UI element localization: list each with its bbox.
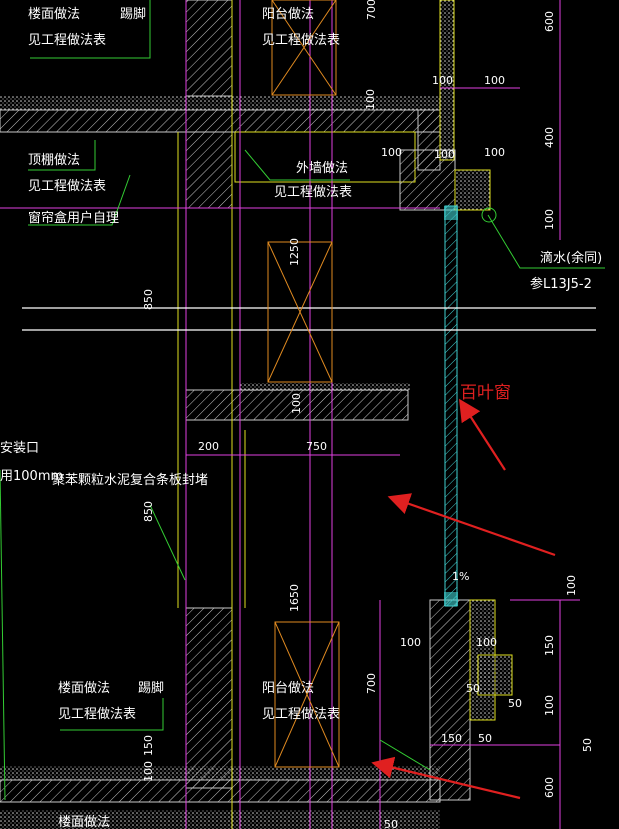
dim-700-bot: 700 — [365, 673, 378, 694]
dim-600-top: 600 — [543, 11, 556, 32]
structure — [0, 0, 513, 829]
dim-100-low: 100 — [400, 636, 421, 649]
dim-700-top: 700 — [365, 0, 378, 20]
lower-window-panel — [274, 621, 340, 768]
dim-1250: 1250 — [288, 238, 301, 266]
top-slab — [0, 109, 441, 133]
dim-150-a: 150 — [543, 635, 556, 656]
text-labels: 楼面做法 踢脚 见工程做法表 阳台做法 见工程做法表 顶棚做法 见工程做法表 窗… — [0, 6, 602, 829]
label-ceiling-method: 顶棚做法 — [28, 153, 80, 168]
mid-shelf — [185, 389, 409, 421]
dim-850-a: 850 — [142, 289, 155, 310]
dim-50-d: 50 — [581, 738, 594, 752]
label-fill-note: 聚苯颗粒水泥复合条板封堵 — [52, 472, 208, 488]
louver-glazing — [444, 205, 458, 607]
top-window-panel — [271, 0, 337, 96]
label-balcony-method-bottom: 阳台做法 — [262, 681, 314, 696]
label-see-table-4: 见工程做法表 — [274, 185, 352, 200]
dim-100-c: 100 — [381, 146, 402, 159]
upper-window-panel — [267, 241, 333, 383]
dim-1650: 1650 — [288, 584, 301, 612]
label-left-partial-2: 用100mm — [0, 469, 63, 484]
label-see-table-6: 见工程做法表 — [262, 707, 340, 722]
dim-400: 400 — [543, 127, 556, 148]
bottom-slab — [0, 779, 441, 803]
label-baseboard-bottom: 踢脚 — [138, 680, 164, 696]
dim-100-g: 100 — [543, 695, 556, 716]
bottom-slab-finish — [0, 766, 440, 780]
label-drip-ref: 参L13J5-2 — [530, 276, 592, 292]
label-balcony-method-top: 阳台做法 — [262, 7, 314, 22]
outer-wall-lower — [429, 599, 471, 801]
dimension-numbers: 700 600 100 100 100 400 100 100 100 100 … — [142, 0, 594, 829]
label-floor-method-bottom: 楼面做法 — [58, 681, 110, 696]
arrow-to-louver — [459, 398, 506, 471]
label-see-table-1: 见工程做法表 — [28, 33, 106, 48]
label-drip: 滴水(余同) — [540, 250, 602, 266]
label-see-table-5: 见工程做法表 — [58, 707, 136, 722]
edge-beam — [185, 131, 233, 209]
annotation-arrows — [371, 398, 556, 800]
dim-100-slab: 100 — [364, 89, 377, 110]
guide-lines — [0, 0, 596, 829]
leader-lines — [0, 0, 605, 801]
drip-ledge-finish — [454, 169, 491, 211]
dim-100-f: 100 — [476, 636, 497, 649]
dim-100-far: 100 — [565, 575, 578, 596]
arrow-to-bottom — [371, 756, 521, 800]
label-baseboard-top: 踢脚 — [120, 6, 146, 22]
dim-100-a: 100 — [432, 74, 453, 87]
lower-column — [185, 607, 233, 789]
dim-100-d: 100 — [434, 148, 455, 161]
dim-100-mid: 100 — [290, 393, 303, 414]
dim-750: 750 — [306, 440, 327, 453]
dim-150-b: 150 — [441, 732, 462, 745]
dim-50-e: 50 — [384, 818, 398, 829]
dim-850-b: 850 — [142, 501, 155, 522]
label-see-table-2: 见工程做法表 — [262, 33, 340, 48]
dim-50-b: 50 — [508, 697, 522, 710]
louver-sill — [444, 592, 458, 606]
lower-cornice — [477, 654, 513, 696]
label-see-table-3: 见工程做法表 — [28, 179, 106, 194]
label-floor-method-cut: 楼面做法 — [58, 815, 110, 829]
lower-slab-finish — [0, 810, 440, 829]
label-curtain-box: 窗帘盒用户自理 — [28, 210, 119, 226]
dim-150-c: 150 — [142, 735, 155, 756]
dim-50-c: 50 — [478, 732, 492, 745]
top-slab-finish — [0, 96, 440, 110]
upper-column — [185, 0, 233, 97]
label-louver-window: 百叶窗 — [460, 383, 511, 403]
dim-100-slab-b: 100 — [142, 761, 155, 782]
arrow-to-wall — [387, 493, 556, 557]
louver-head — [444, 206, 458, 220]
dim-50-a: 50 — [466, 682, 480, 695]
window-panels — [267, 0, 340, 768]
label-slope: 1% — [452, 570, 469, 583]
dim-100-b: 100 — [484, 74, 505, 87]
dim-200: 200 — [198, 440, 219, 453]
dim-100-right: 100 — [543, 209, 556, 230]
label-left-partial-1: 安装口 — [0, 441, 39, 456]
drip-ledge-upper — [399, 149, 456, 211]
mid-shelf-finish — [240, 383, 410, 391]
dim-100-e: 100 — [484, 146, 505, 159]
dim-600-bot: 600 — [543, 777, 556, 798]
label-exterior-wall-method: 外墙做法 — [296, 161, 348, 176]
louver-window-frame — [444, 205, 458, 607]
label-floor-method-top: 楼面做法 — [28, 7, 80, 22]
